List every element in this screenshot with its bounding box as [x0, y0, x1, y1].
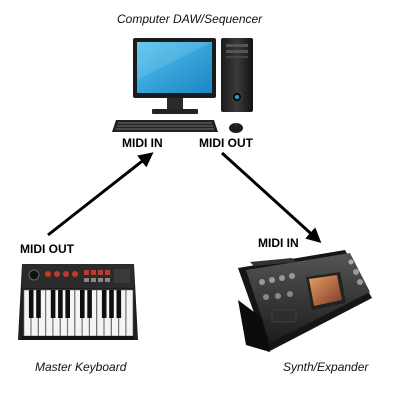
computer-midi-out-label: MIDI OUT — [199, 136, 253, 150]
black-key — [101, 290, 107, 318]
synth-module-icon — [238, 250, 372, 352]
computer-midi-in-label: MIDI IN — [122, 136, 163, 150]
black-key — [80, 290, 85, 318]
black-key — [58, 290, 63, 318]
black-key — [50, 290, 56, 318]
arrow-computer-to-synth — [220, 151, 322, 244]
black-key — [65, 290, 70, 318]
synth-midi-in-label: MIDI IN — [258, 236, 299, 250]
keyboard-midi-out-label: MIDI OUT — [20, 242, 74, 256]
keyboard-caption: Master Keyboard — [35, 360, 127, 374]
arrow-keyboard-to-computer — [47, 152, 154, 237]
midi-keyboard-icon — [18, 264, 138, 340]
black-key — [116, 290, 122, 318]
black-key — [28, 290, 34, 318]
white-key — [125, 289, 134, 337]
synth-caption: Synth/Expander — [283, 360, 369, 374]
black-key — [109, 290, 114, 318]
computer-caption: Computer DAW/Sequencer — [117, 12, 263, 26]
desktop-computer-icon — [112, 38, 253, 133]
black-key — [87, 290, 92, 318]
black-key — [36, 290, 41, 318]
